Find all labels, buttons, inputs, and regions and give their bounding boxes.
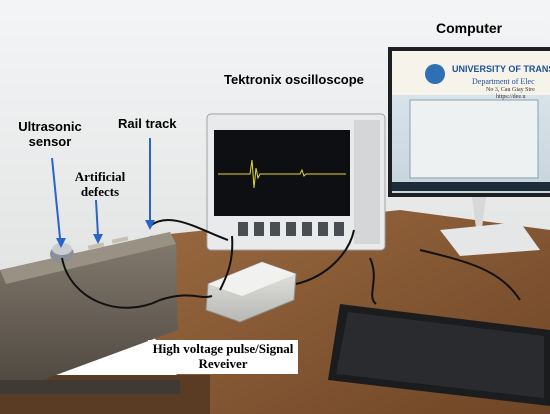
keyboard [328, 304, 550, 406]
screen-address: No 3, Cau Giay Stre [486, 87, 535, 93]
label-oscilloscope: Tektronix oscilloscope [224, 72, 364, 87]
label-ultrasonic-sensor: Ultrasonic sensor [18, 119, 82, 149]
screen-url: https://dee.u [496, 94, 526, 100]
artificial-defects [87, 236, 129, 250]
rail-track [0, 232, 180, 394]
label-pulser-receiver: High voltage pulse/Signal Reveiver [148, 340, 298, 374]
label-artificial-defects: Artificial defects [74, 169, 126, 199]
screen-department: Department of Elec [472, 77, 535, 86]
pulser-receiver-box [205, 261, 297, 323]
label-arrows [51, 138, 155, 248]
ultrasonic-sensor [50, 243, 74, 263]
cables [61, 219, 521, 309]
label-rail-track: Rail track [118, 116, 177, 131]
label-computer: Computer [436, 20, 503, 36]
computer-monitor [388, 47, 550, 256]
oscilloscope [206, 113, 386, 251]
screen-university: UNIVERSITY OF TRANSP [452, 64, 550, 74]
